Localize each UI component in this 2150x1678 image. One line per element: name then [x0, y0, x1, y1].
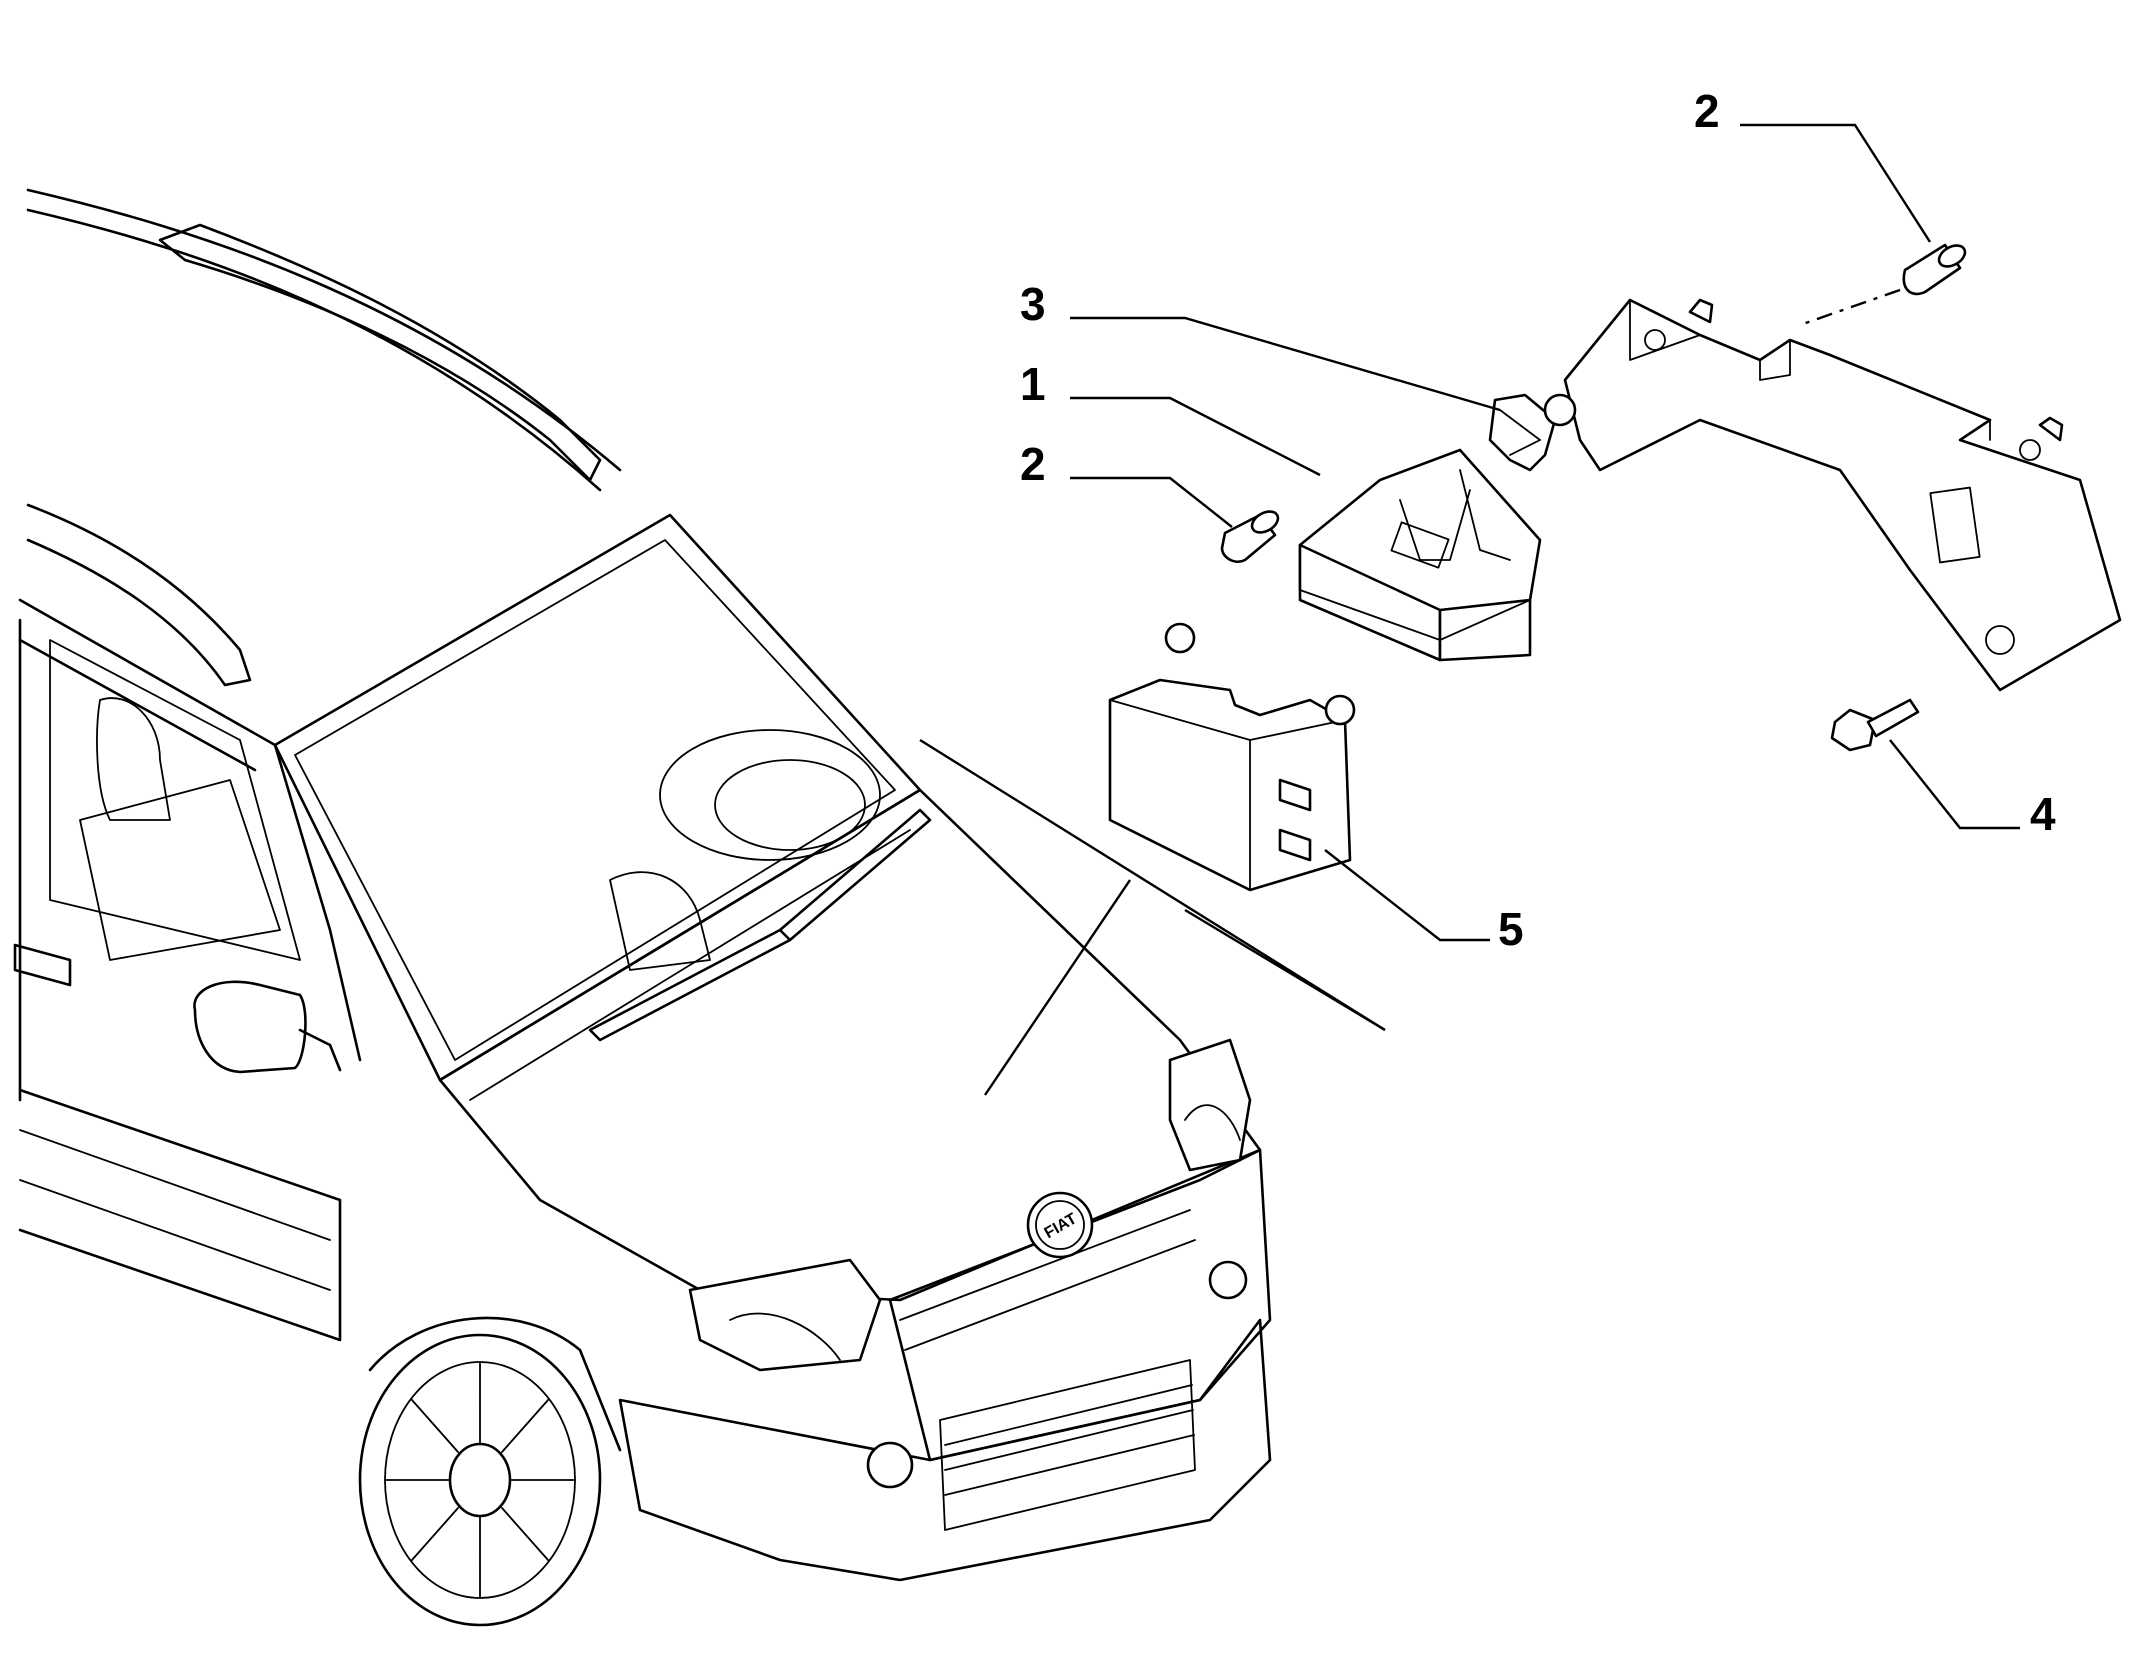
part-4-screw	[1830, 698, 1920, 752]
callout-4: 4	[2030, 788, 2056, 840]
callout-3: 3	[1020, 278, 1046, 330]
leader-lines	[1070, 123, 2020, 942]
fiat-badge: FIAT	[1026, 1191, 1094, 1259]
part-2-bush-left	[1220, 510, 1280, 563]
car-illustration: FIAT	[13, 188, 1386, 1627]
callout-5: 5	[1498, 903, 1524, 955]
part-1-control-unit	[1298, 448, 1542, 662]
front-wheel	[358, 1316, 622, 1627]
part-5-relay-box	[1108, 622, 1356, 892]
mounting-bracket	[1543, 298, 2122, 692]
callout-2-top: 2	[1694, 85, 1720, 137]
callout-labels: 2 3 1 2 4 5	[1020, 85, 2056, 955]
part-3-clip	[1488, 393, 1557, 472]
part-2-bush-right	[1902, 243, 1967, 296]
callout-1: 1	[1020, 358, 1046, 410]
callout-2-left: 2	[1020, 438, 1046, 490]
